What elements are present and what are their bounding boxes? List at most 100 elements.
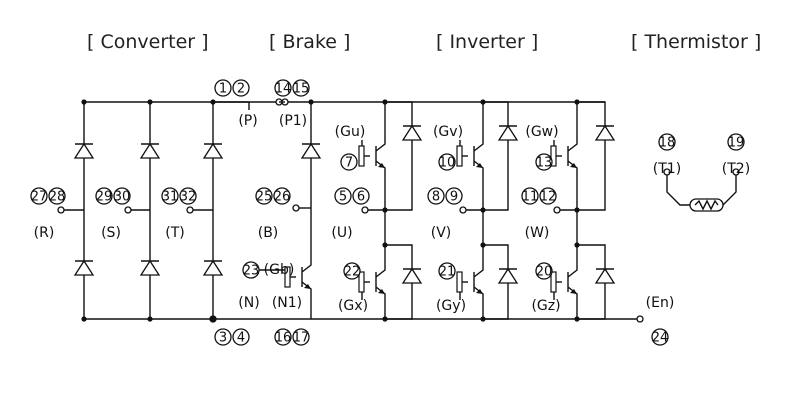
svg-text:10: 10 [439,156,456,171]
terminal-node [186,206,194,214]
terminal-gx-pin: 22 [343,262,361,280]
terminal-gb-label: (Gb) [264,262,295,278]
terminal-p1-pins: 14 15 [274,79,310,97]
svg-text:21: 21 [439,265,456,280]
inverter-igbt-upper-v [456,102,484,210]
brake-diode [300,142,322,159]
svg-text:31: 31 [162,190,179,205]
terminal-t1-label: (T1) [653,161,681,177]
terminal-gw-pin: 13 [535,153,553,171]
svg-text:11: 11 [522,190,539,205]
svg-text:1: 1 [219,82,227,97]
svg-text:13: 13 [536,156,553,171]
freewheel-diode-lower-u [401,267,423,284]
converter-diode-upper-t [202,142,224,159]
terminal-gu-pin: 7 [340,153,358,171]
svg-text:26: 26 [274,190,291,205]
brake-igbt [284,235,312,319]
svg-text:5: 5 [339,190,347,205]
section-title-brake: [ Brake ] [269,31,351,53]
svg-text:32: 32 [180,190,197,205]
svg-text:30: 30 [114,190,131,205]
junction-dot [210,316,216,322]
converter-diode-upper-s [139,142,161,159]
terminal-gz-pin: 20 [535,262,553,280]
terminal-p1-label: (P1) [279,113,307,129]
terminal-t2-label: (T2) [722,161,750,177]
terminal-en-label: (En) [646,295,675,311]
svg-text:9: 9 [450,190,458,205]
freewheel-diode-lower-w [594,267,616,284]
junction-dot [81,316,87,322]
terminal-node [57,206,65,214]
section-title-converter: [ Converter ] [87,31,209,53]
svg-text:22: 22 [344,265,361,280]
converter-diode-lower-s [139,259,161,276]
terminal-gx-label: (Gx) [338,298,368,314]
freewheel-diode-lower-v [497,267,519,284]
svg-text:19: 19 [728,136,745,151]
terminal-n1-pins: 16 17 [274,328,310,346]
terminal-gu-label: (Gu) [335,124,366,140]
terminal-gy-label: (Gy) [436,298,466,314]
section-title-inverter: [ Inverter ] [436,31,539,53]
svg-text:14: 14 [275,82,292,97]
svg-text:12: 12 [540,190,557,205]
converter-diode-lower-r [73,259,95,276]
freewheel-diode-upper-v [497,124,519,141]
terminal-gy-pin: 21 [438,262,456,280]
freewheel-diode-upper-w [594,124,616,141]
terminal-p-pins: 1 2 [214,79,250,97]
terminal-p-label: (P) [238,113,257,129]
terminal-en-pin: 24 [651,328,669,346]
terminal-t2-pin: 19 [727,133,745,151]
svg-text:4: 4 [237,331,245,346]
terminal-v-pins: 8 9 [427,187,463,205]
svg-text:24: 24 [652,331,669,346]
svg-text:25: 25 [256,190,273,205]
terminal-r-label: (R) [34,225,55,241]
thermistor-lead-t2 [722,170,737,206]
terminal-r-pins: 27 28 [30,187,66,205]
junction-dot [81,99,87,105]
terminal-v-label: (V) [431,225,452,241]
terminal-gw-label: (Gw) [525,124,558,140]
svg-text:3: 3 [219,331,227,346]
thermistor-lead-t1 [666,170,690,206]
terminal-n1-label: (N1) [272,295,302,311]
terminal-t-pins: 31 32 [161,187,197,205]
junction-dot [147,99,153,105]
inverter-igbt-lower-u [358,245,386,319]
terminal-b-pins: 25 26 [255,187,291,205]
junction-dot [308,99,314,105]
freewheel-loop-upper-u [385,101,413,211]
svg-text:7: 7 [345,156,353,171]
svg-text:8: 8 [432,190,440,205]
terminal-t1-pin: 18 [658,133,676,151]
terminal-b-label: (B) [258,225,279,241]
inverter-igbt-upper-u [358,102,386,210]
terminal-node [292,204,300,212]
svg-text:29: 29 [96,190,113,205]
terminal-s-pins: 29 30 [95,187,131,205]
terminal-w-pins: 11 12 [521,187,557,205]
junction-dot [147,316,153,322]
terminal-node [663,168,671,176]
terminal-u-pins: 5 6 [334,187,370,205]
svg-text:17: 17 [293,331,310,346]
freewheel-diode-upper-u [401,124,423,141]
terminal-n-label: (N) [238,295,259,311]
components [73,102,724,319]
terminal-gv-label: (Gv) [433,124,463,140]
terminal-node [361,206,369,214]
svg-text:18: 18 [659,136,676,151]
section-title-thermistor: [ Thermistor ] [631,31,762,53]
terminal-n-pins: 3 4 [214,328,250,346]
terminal-u-label: (U) [331,225,352,241]
terminal-node [636,315,644,323]
svg-text:15: 15 [293,82,310,97]
terminal-labels: 1 2 (P) 14 15 (P1) 27 28 (R) 29 30 (S) 3… [30,79,750,346]
svg-text:6: 6 [357,190,365,205]
